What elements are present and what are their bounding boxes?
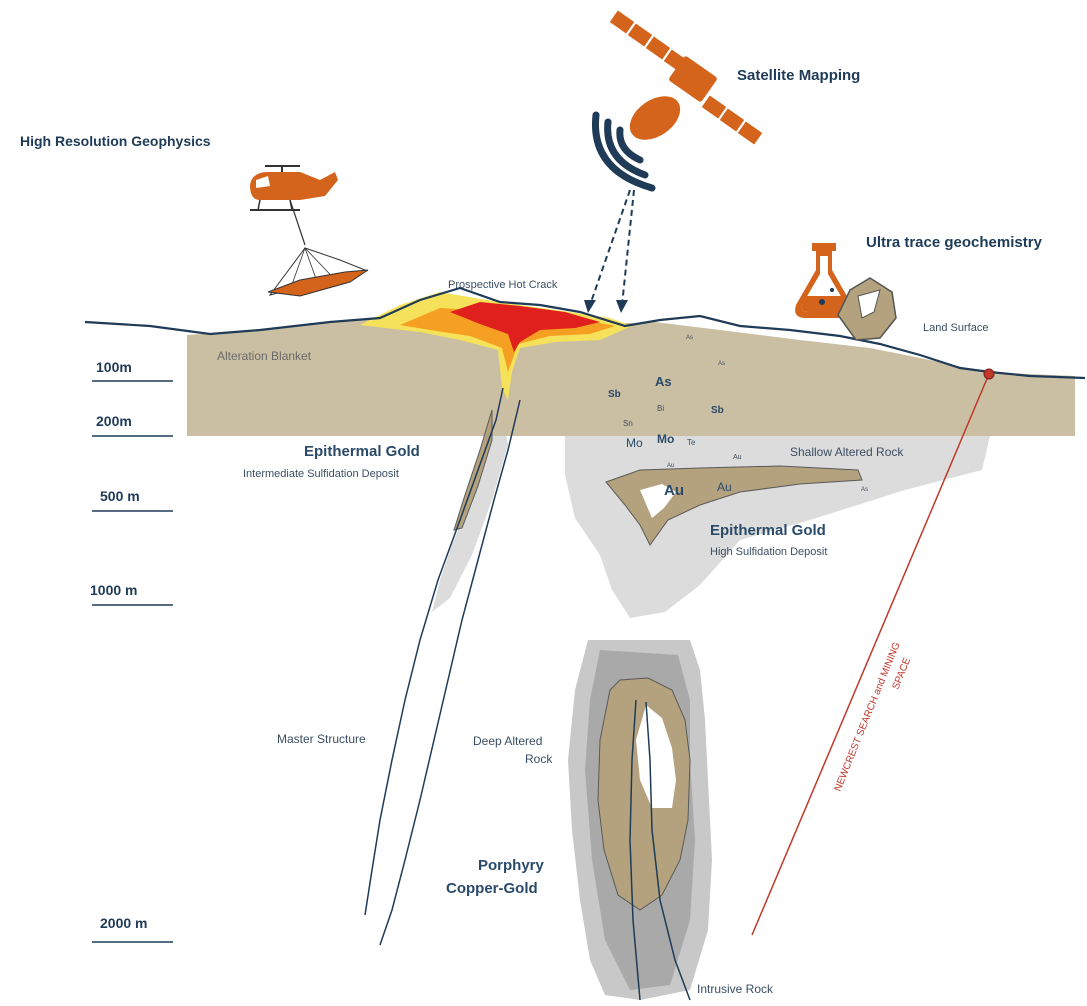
depth-label-200m: 200m bbox=[96, 413, 132, 429]
search-start-marker bbox=[984, 369, 994, 379]
search-space-label-1: NEWCREST SEARCH and MINING bbox=[833, 641, 903, 794]
epithermal-int-sub: Intermediate Sulfidation Deposit bbox=[243, 468, 399, 480]
intrusive-rock-label: Intrusive Rock bbox=[697, 982, 774, 996]
depth-label-500m: 500 m bbox=[100, 488, 140, 504]
element-sn: Sn bbox=[623, 419, 633, 428]
element-au-med: Au bbox=[717, 480, 732, 494]
depth-label-100m: 100m bbox=[96, 359, 132, 375]
element-mo-center: Mo bbox=[657, 432, 674, 446]
beam-arrowheads bbox=[584, 300, 628, 313]
satellite-beam-arrows bbox=[590, 190, 634, 305]
porphyry-title-1: Porphyry bbox=[478, 857, 545, 874]
rock-sample-icon bbox=[838, 278, 896, 340]
porphyry-title-2: Copper-Gold bbox=[446, 880, 538, 897]
deep-altered-label-2: Rock bbox=[525, 752, 553, 766]
alteration-blanket bbox=[187, 316, 1075, 436]
epithermal-high-title: Epithermal Gold bbox=[710, 522, 826, 539]
depth-label-2000m: 2000 m bbox=[100, 915, 147, 931]
satellite-mapping-title: Satellite Mapping bbox=[737, 67, 860, 84]
element-as-big: As bbox=[655, 374, 672, 389]
element-mo-left: Mo bbox=[626, 436, 643, 450]
hot-crack-label: Prospective Hot Crack bbox=[448, 279, 558, 291]
element-as-tiny-2: As bbox=[718, 361, 725, 367]
deep-altered-label-1: Deep Altered bbox=[473, 734, 542, 748]
depth-label-1000m: 1000 m bbox=[90, 582, 137, 598]
shallow-altered-label: Shallow Altered Rock bbox=[790, 445, 904, 459]
geophysics-sensor-bird-icon bbox=[268, 248, 368, 296]
element-au-small-top: Au bbox=[667, 463, 674, 469]
master-structure-label: Master Structure bbox=[277, 732, 366, 746]
element-bi: Bi bbox=[657, 404, 664, 413]
epithermal-int-title: Epithermal Gold bbox=[304, 443, 420, 460]
land-surface-label: Land Surface bbox=[923, 322, 988, 334]
geochemistry-title: Ultra trace geochemistry bbox=[866, 234, 1043, 251]
geophysics-title: High Resolution Geophysics bbox=[20, 133, 211, 149]
element-au-big: Au bbox=[664, 482, 684, 499]
helicopter-icon bbox=[250, 166, 338, 245]
alteration-blanket-label: Alteration Blanket bbox=[217, 349, 312, 363]
element-te: Te bbox=[687, 438, 696, 447]
element-sb-right: Sb bbox=[711, 405, 724, 416]
element-as-tiny-1: As bbox=[686, 335, 693, 341]
element-au-small-right: Au bbox=[733, 454, 742, 461]
element-sb-left: Sb bbox=[608, 389, 621, 400]
element-as-right: As bbox=[861, 487, 868, 493]
epithermal-high-sub: High Sulfidation Deposit bbox=[710, 546, 827, 558]
